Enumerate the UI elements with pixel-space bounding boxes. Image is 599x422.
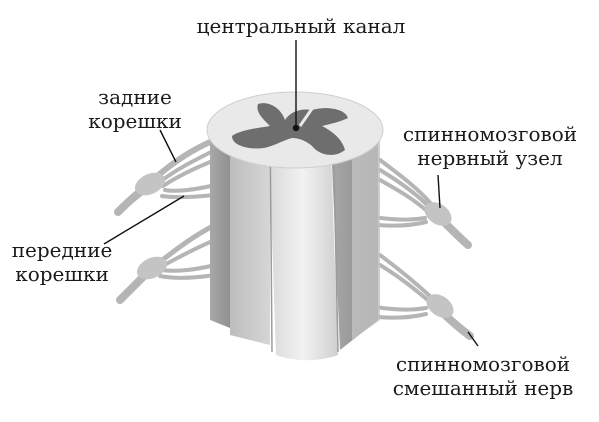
left-ganglion-upper bbox=[134, 172, 166, 196]
central-canal bbox=[292, 124, 300, 132]
left-nerves bbox=[114, 137, 218, 304]
left-ganglion-lower bbox=[136, 256, 168, 280]
label-dorsal-roots: задние корешки bbox=[88, 85, 182, 133]
label-ventral-roots: передние корешки bbox=[11, 238, 113, 286]
right-ganglion-lower bbox=[426, 294, 454, 318]
spinal-cord-body bbox=[210, 119, 380, 361]
grey-matter bbox=[232, 103, 348, 155]
leader-lines bbox=[103, 40, 479, 347]
cross-section bbox=[206, 91, 384, 169]
label-spinal-ganglion: спинномозговой нервный узел bbox=[402, 122, 578, 170]
right-ganglion-upper bbox=[424, 202, 452, 226]
label-spinal-nerve: спинномозговой смешанный нерв bbox=[392, 352, 574, 400]
label-central-canal: центральный канал bbox=[196, 14, 406, 38]
